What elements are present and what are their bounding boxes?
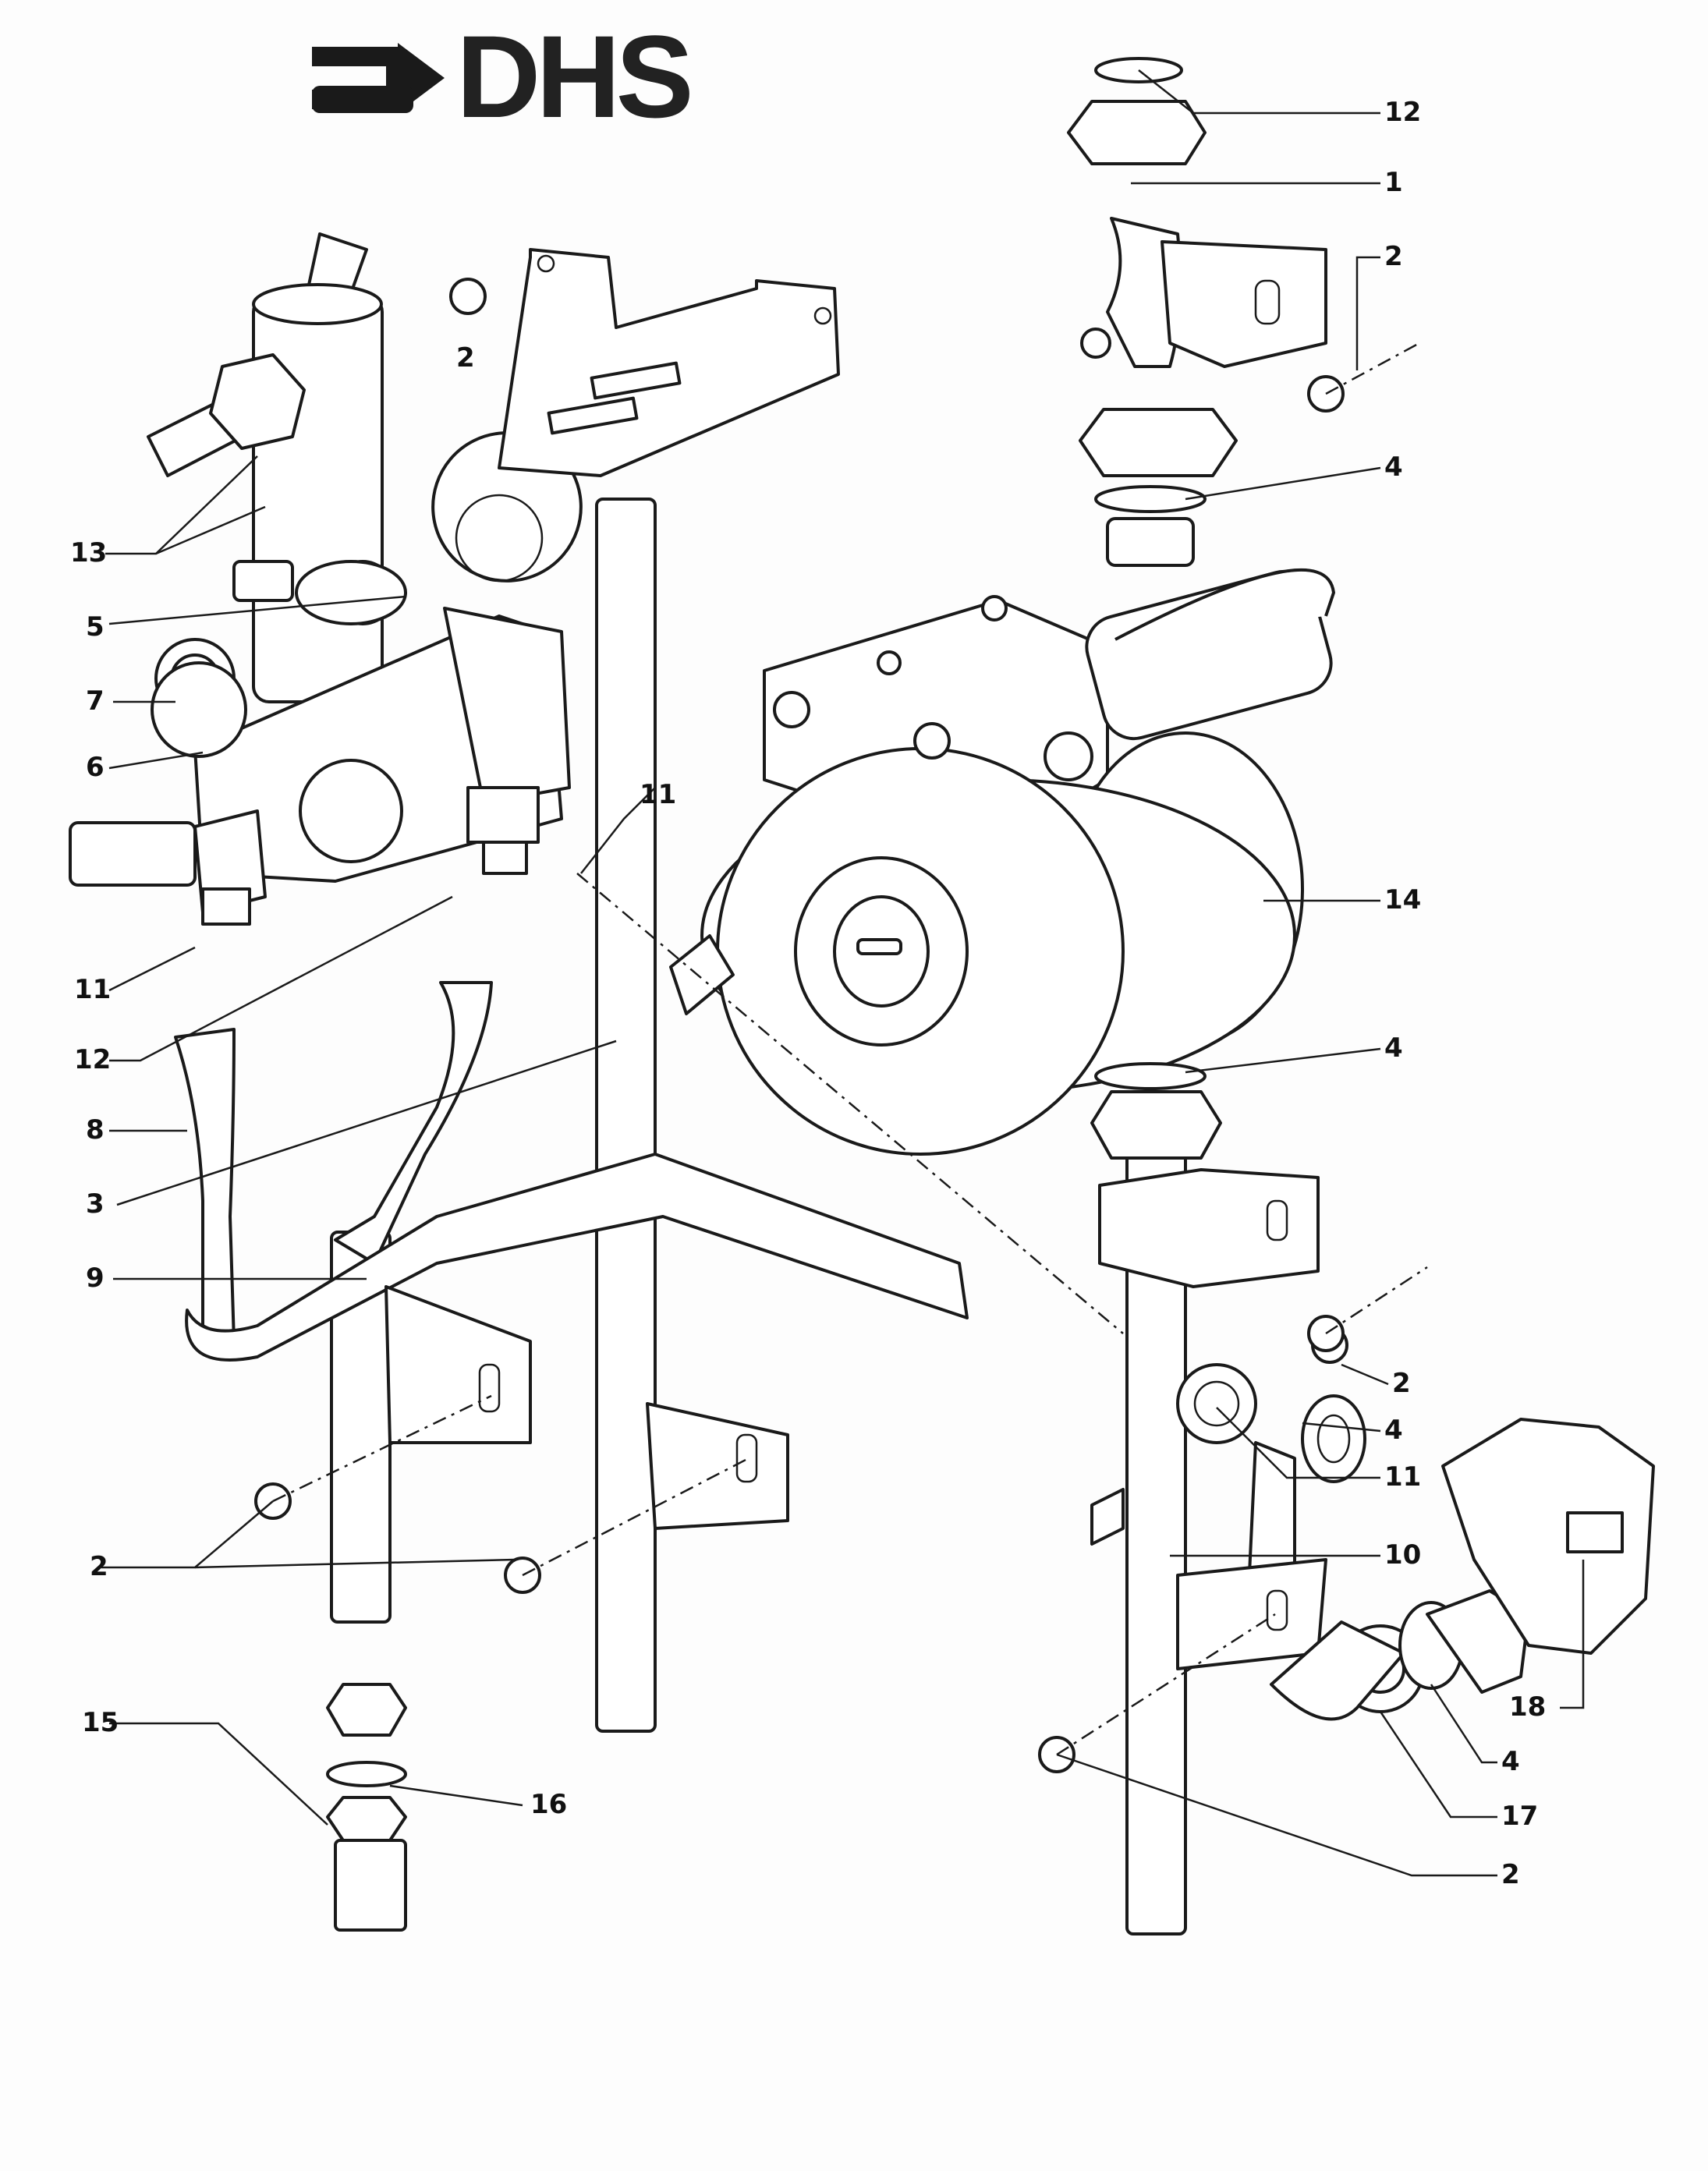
- callout-8: 8: [86, 1114, 105, 1146]
- callout-16: 16: [530, 1789, 567, 1820]
- callout-1: 1: [1384, 167, 1403, 198]
- callout-6: 6: [86, 752, 105, 783]
- leader-lines: [101, 69, 1585, 1877]
- callout-2-bottom-right: 2: [1501, 1859, 1520, 1890]
- alignment-lines: [272, 342, 1428, 1756]
- callout-12-top: 12: [1384, 97, 1421, 128]
- callout-15: 15: [82, 1707, 119, 1738]
- callout-18: 18: [1509, 1691, 1546, 1723]
- valve-assembly: [69, 232, 583, 926]
- pipe-3: [595, 498, 657, 1733]
- callout-4-top: 4: [1384, 452, 1403, 483]
- callout-2-mid-right: 2: [1392, 1368, 1411, 1399]
- callout-9: 9: [86, 1263, 105, 1294]
- callout-10: 10: [1384, 1539, 1421, 1571]
- dhs-logo: DHS: [312, 11, 695, 142]
- callout-12-left: 12: [74, 1044, 111, 1075]
- callout-11-left: 11: [74, 974, 111, 1005]
- callout-5: 5: [86, 611, 105, 643]
- callout-11-mid: 11: [640, 779, 676, 810]
- callout-3: 3: [86, 1188, 105, 1220]
- screw-top-left: [449, 278, 487, 315]
- callout-11-lower: 11: [1384, 1461, 1421, 1493]
- callout-4-bottom: 4: [1501, 1746, 1520, 1777]
- callout-14: 14: [1384, 884, 1421, 916]
- callout-2-bottom-left: 2: [90, 1551, 108, 1582]
- callout-7: 7: [86, 685, 105, 717]
- callout-labels: 12 1 2 2 4 13 5 7 6 11 14 11 12 8 4 3 9 …: [70, 97, 1546, 1890]
- callout-2-top-left: 2: [456, 342, 475, 374]
- screws: [254, 278, 1345, 1773]
- pipe-8: [174, 1028, 236, 1343]
- callout-13: 13: [70, 537, 107, 568]
- callout-17: 17: [1501, 1801, 1538, 1832]
- callout-4-mid: 4: [1384, 1032, 1403, 1064]
- mounting-bracket-top: [498, 248, 840, 477]
- pump: [669, 568, 1335, 1156]
- logo-text: DHS: [456, 11, 690, 142]
- callout-2-top-right: 2: [1384, 241, 1403, 272]
- bottom-fittings: [326, 1683, 407, 1932]
- pipe-9-bend: [334, 981, 493, 1265]
- callout-4-lower: 4: [1384, 1415, 1403, 1446]
- lower-brackets: [384, 1285, 789, 1530]
- pipe-cross: [185, 1153, 969, 1362]
